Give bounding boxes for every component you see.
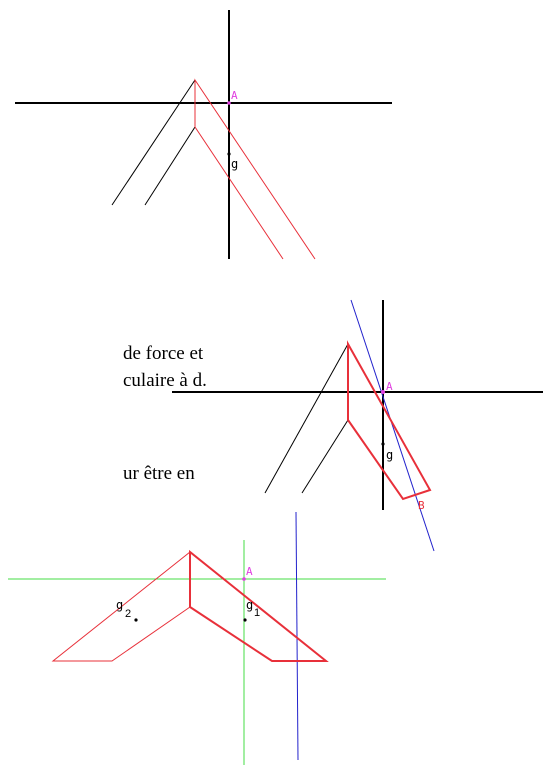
fig2-label-a: A <box>386 380 393 393</box>
fig3-label-g2: g <box>116 598 123 612</box>
fig1-label-a: A <box>231 89 238 102</box>
fig3-label-g2-sub: 2 <box>125 608 131 620</box>
fig3-red-left-shape <box>51 551 191 662</box>
fig2-point-a <box>381 390 385 394</box>
fig2-red-shape <box>347 340 432 501</box>
fig3-point-a <box>242 577 246 581</box>
fig2-black-outer-left <box>264 343 349 494</box>
text-line-1: de force et <box>123 343 204 364</box>
text-line-3: ur être en <box>123 463 195 484</box>
fig3-label-a: A <box>246 565 253 578</box>
text-line-2: culaire à d. <box>123 370 207 391</box>
fig2-point-g <box>381 442 385 446</box>
fig3-label-g1: g <box>246 598 253 612</box>
fig3-red-right-shape <box>189 549 329 662</box>
fig2-blue-line <box>350 299 435 552</box>
fig2-label-b: B <box>418 499 425 512</box>
fig3-point-g2 <box>134 618 138 622</box>
figure-1: A g <box>15 10 392 260</box>
figure-3: A g 1 g 2 <box>8 511 386 765</box>
fig2-label-g: g <box>386 448 393 462</box>
fig3-label-g1-sub: 1 <box>254 607 260 619</box>
fig1-black-outer-left <box>111 79 196 206</box>
fig3-blue-line <box>295 511 299 761</box>
fig1-label-g: g <box>231 157 238 171</box>
fig3-point-g1 <box>243 618 247 622</box>
fig1-point-a <box>227 101 231 105</box>
fig1-point-g <box>227 152 231 156</box>
fig2-black-inner-left <box>301 419 349 494</box>
figure-2: A g B <box>172 299 543 552</box>
fig1-black-inner-left <box>144 126 196 206</box>
fig1-red-shape <box>194 78 316 260</box>
